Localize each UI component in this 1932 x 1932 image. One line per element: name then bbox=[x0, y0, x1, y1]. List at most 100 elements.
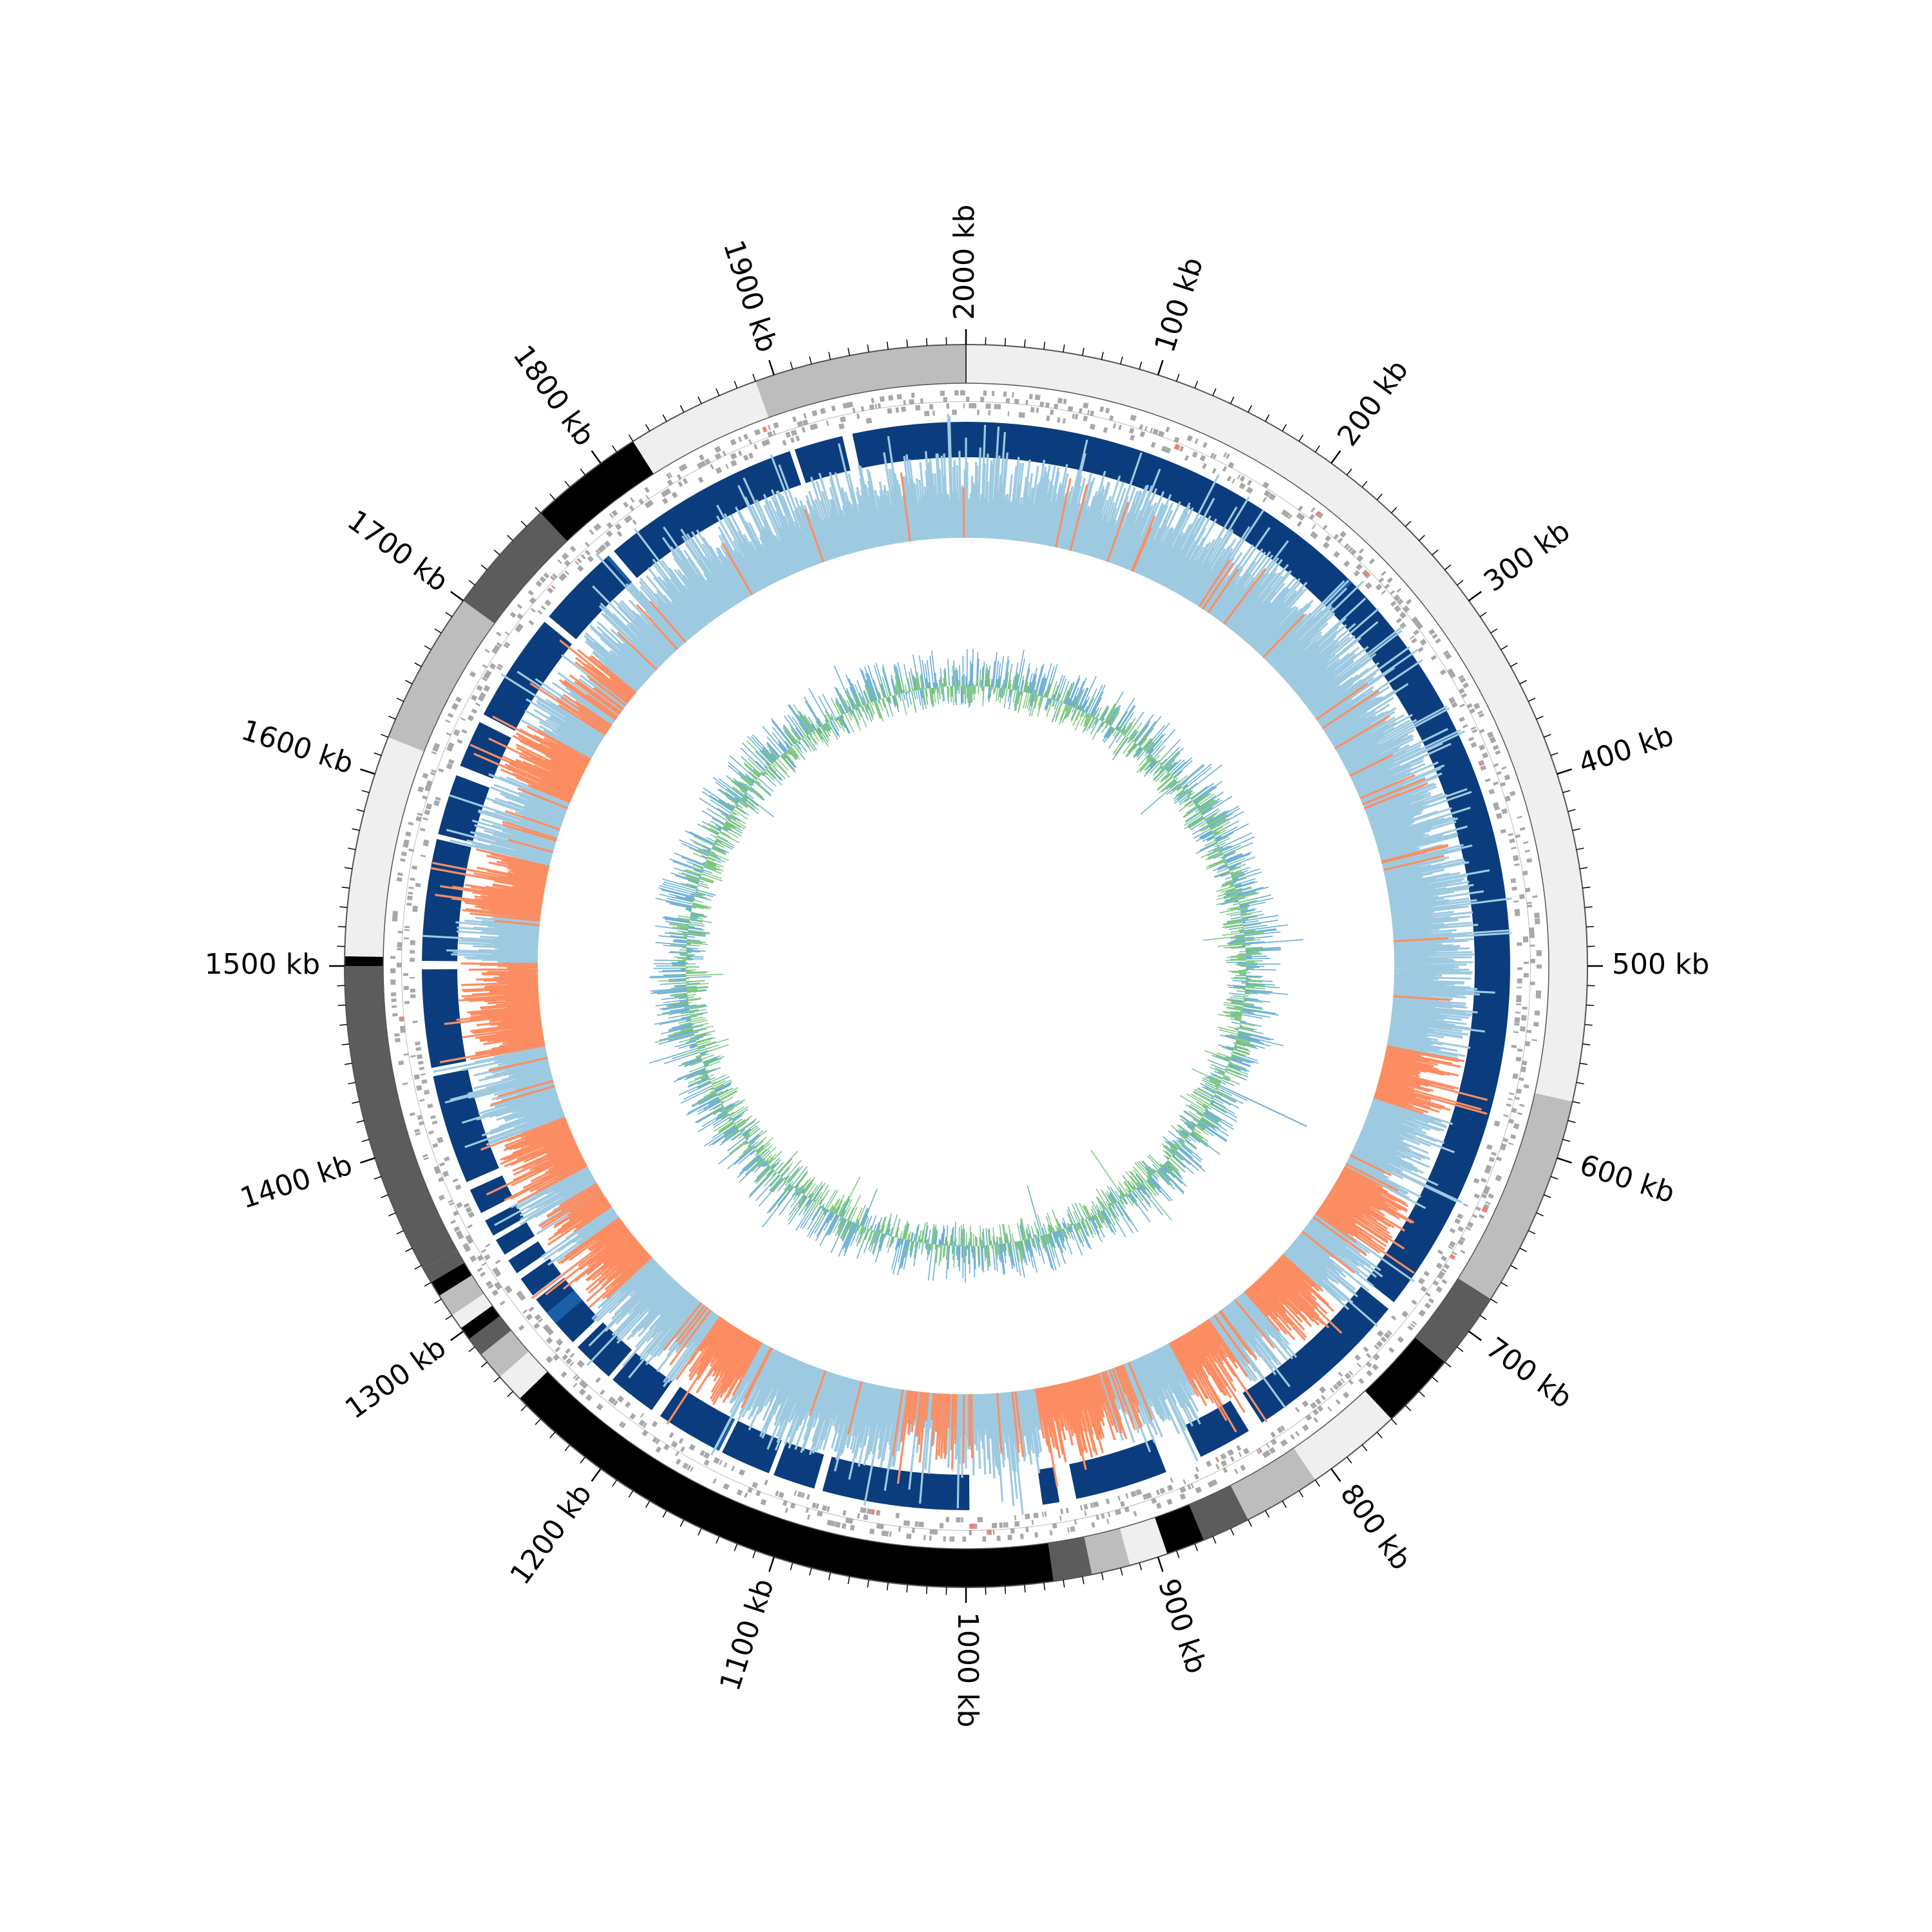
minor-tick bbox=[341, 1043, 350, 1046]
gene-feature bbox=[412, 909, 418, 913]
gene-feature bbox=[738, 1469, 746, 1476]
gene-feature bbox=[415, 1046, 422, 1051]
gene-feature bbox=[1515, 1011, 1521, 1014]
gene-feature bbox=[1173, 444, 1180, 451]
gene-feature bbox=[1220, 1453, 1227, 1460]
minor-tick bbox=[628, 1490, 634, 1498]
minor-tick bbox=[549, 1432, 556, 1439]
gene-feature bbox=[1510, 791, 1516, 797]
gene-feature bbox=[1025, 399, 1028, 406]
gene-feature bbox=[1511, 1045, 1517, 1048]
gene-feature bbox=[430, 772, 436, 776]
gene-feature bbox=[595, 523, 601, 529]
gene-feature bbox=[1005, 1522, 1009, 1528]
minor-tick bbox=[886, 341, 889, 350]
gene-feature bbox=[1517, 987, 1522, 989]
gene-feature bbox=[1220, 1460, 1227, 1467]
minor-tick bbox=[1043, 341, 1046, 350]
blast-hit-block bbox=[1242, 1286, 1389, 1423]
contig-segment bbox=[1415, 1278, 1491, 1363]
gene-feature bbox=[1411, 616, 1418, 623]
gene-feature bbox=[1191, 451, 1198, 458]
gene-feature bbox=[1411, 638, 1417, 644]
gene-feature bbox=[476, 685, 483, 692]
gene-feature bbox=[1057, 417, 1061, 423]
gene-feature bbox=[1510, 1134, 1517, 1140]
gene-feature bbox=[1522, 841, 1529, 844]
gene-feature bbox=[663, 489, 669, 496]
gene-feature bbox=[417, 786, 424, 793]
minor-tick bbox=[396, 697, 404, 702]
gene-feature bbox=[1139, 424, 1144, 430]
gene-feature bbox=[1365, 1361, 1372, 1368]
gene-feature bbox=[1086, 410, 1090, 415]
gene-feature bbox=[1420, 1285, 1428, 1293]
position-ruler bbox=[329, 329, 1603, 1603]
gene-feature bbox=[1458, 674, 1464, 680]
gene-feature bbox=[811, 1502, 817, 1508]
gene-feature bbox=[1469, 708, 1475, 714]
gene-feature bbox=[1387, 1330, 1393, 1336]
gene-feature bbox=[1157, 430, 1163, 437]
minor-tick bbox=[1510, 662, 1518, 667]
minor-tick bbox=[1432, 1376, 1439, 1383]
minor-tick bbox=[1444, 564, 1452, 571]
gene-feature bbox=[1083, 1504, 1088, 1510]
gene-feature bbox=[1333, 533, 1340, 540]
gene-feature bbox=[1294, 1406, 1300, 1413]
gene-feature bbox=[1276, 1426, 1283, 1434]
gene-feature bbox=[447, 744, 453, 750]
gene-feature bbox=[1189, 436, 1193, 442]
gene-feature bbox=[538, 1318, 544, 1323]
minor-tick bbox=[715, 388, 720, 396]
gene-feature bbox=[407, 895, 413, 900]
gene-feature bbox=[1329, 1387, 1335, 1393]
gene-feature bbox=[565, 1358, 573, 1365]
minor-tick bbox=[752, 374, 756, 382]
minor-tick bbox=[1510, 1265, 1518, 1270]
gene-feature bbox=[451, 705, 458, 710]
gene-feature bbox=[747, 1486, 753, 1493]
minor-tick bbox=[1418, 535, 1425, 541]
minor-tick bbox=[1082, 348, 1084, 356]
gene-feature bbox=[1309, 531, 1316, 538]
gene-feature bbox=[1478, 759, 1484, 764]
gene-feature bbox=[1030, 406, 1035, 413]
gene-feature bbox=[1315, 510, 1322, 518]
gene-feature bbox=[1236, 1444, 1242, 1452]
gene-feature bbox=[419, 828, 426, 831]
gene-feature bbox=[802, 419, 809, 426]
gene-feature bbox=[477, 1255, 484, 1262]
gene-feature bbox=[1179, 446, 1184, 452]
minor-tick bbox=[434, 628, 442, 634]
gene-feature bbox=[404, 925, 410, 929]
gene-feature bbox=[1139, 431, 1146, 438]
gene-feature bbox=[1207, 1481, 1213, 1488]
gene-feature bbox=[438, 768, 444, 773]
gene-feature bbox=[1265, 1443, 1270, 1448]
gene-feature bbox=[1515, 1088, 1522, 1094]
gene-feature-track bbox=[390, 390, 1542, 1542]
gene-feature bbox=[1508, 1118, 1515, 1124]
gene-feature bbox=[681, 464, 687, 471]
gene-feature bbox=[1074, 1519, 1077, 1525]
gene-feature bbox=[1524, 887, 1531, 893]
gene-feature bbox=[540, 605, 546, 611]
gene-feature bbox=[623, 517, 630, 524]
gene-feature bbox=[992, 390, 995, 397]
gene-feature bbox=[466, 1236, 473, 1242]
gene-feature bbox=[1344, 1372, 1352, 1380]
gene-feature bbox=[1262, 1451, 1269, 1459]
gene-feature bbox=[516, 603, 523, 609]
gene-feature bbox=[951, 1536, 955, 1542]
gene-feature bbox=[560, 573, 567, 580]
gene-feature bbox=[1418, 1309, 1426, 1317]
contig-segment bbox=[632, 381, 769, 474]
gene-feature bbox=[491, 1289, 499, 1296]
gene-feature bbox=[1495, 750, 1501, 755]
gene-feature bbox=[1358, 1378, 1365, 1385]
gene-feature bbox=[438, 1194, 445, 1201]
gene-feature bbox=[1315, 1398, 1322, 1405]
gene-feature bbox=[504, 1285, 511, 1291]
gene-feature bbox=[449, 1202, 455, 1206]
